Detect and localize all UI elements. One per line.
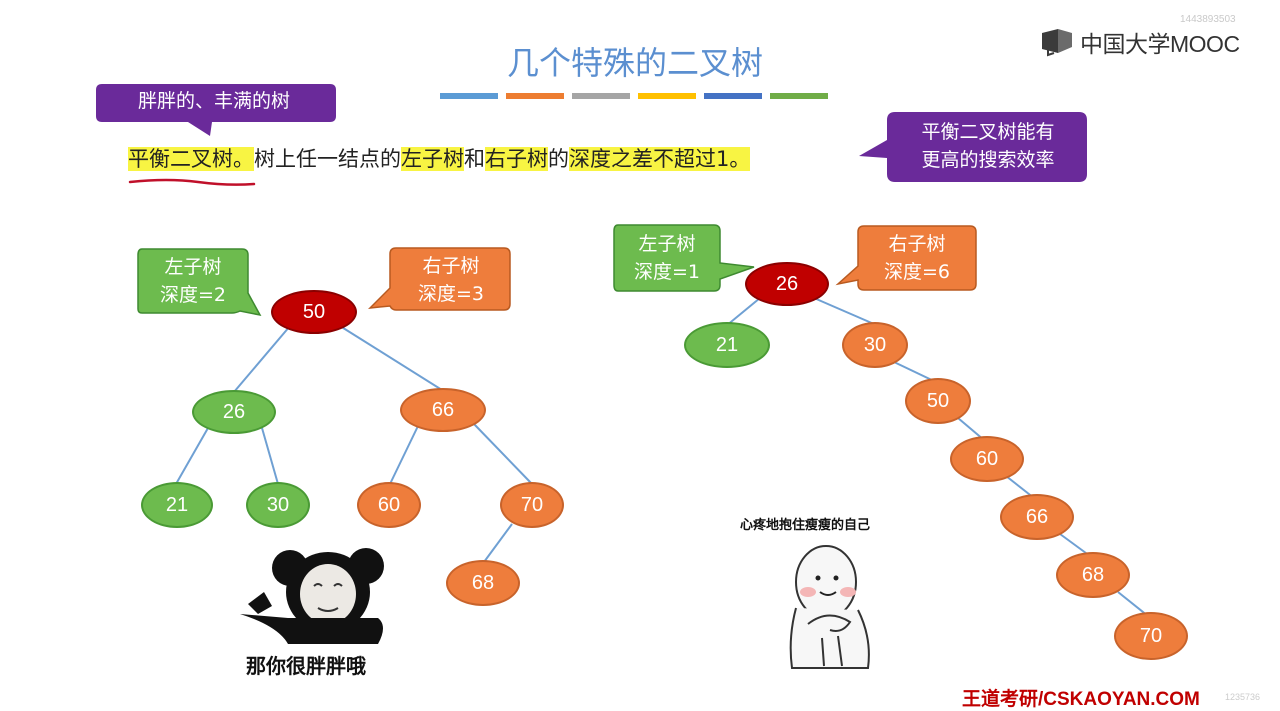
left-tree-node: 60 xyxy=(357,482,421,528)
meme-right-caption: 心疼地抱住瘦瘦的自己 xyxy=(740,518,871,533)
left-tree-node-root: 50 xyxy=(271,290,357,334)
meme-panda: 那你很胖胖哦 xyxy=(228,534,404,682)
left-tree-right-label-line2: 深度=3 xyxy=(417,283,484,305)
def-term: 平衡二叉树。 xyxy=(128,147,254,171)
left-tree-right-label-shape xyxy=(368,247,511,311)
left-tree-node: 66 xyxy=(400,388,486,432)
left-tree-node: 30 xyxy=(246,482,310,528)
title-color-bars xyxy=(440,93,828,99)
def-depth-rule: 深度之差不超过1。 xyxy=(569,147,751,171)
panda-face-icon xyxy=(240,548,384,644)
left-tree-right-label-line1: 右子树 xyxy=(422,255,480,277)
right-tree-node: 50 xyxy=(905,378,971,424)
right-tree-left-label-line2: 深度=1 xyxy=(633,261,700,283)
hug-self-icon xyxy=(789,545,870,669)
handwritten-underline xyxy=(128,178,256,186)
right-tree-left-label-line1: 左子树 xyxy=(638,233,696,255)
right-tree-node: 30 xyxy=(842,322,908,368)
right-tree-right-label: 右子树 深度=6 xyxy=(858,230,976,286)
title-color-bar xyxy=(638,93,696,99)
footer-brand: 王道考研/CSKAOYAN.COM xyxy=(962,689,1200,710)
right-tree-right-label-line2: 深度=6 xyxy=(883,261,950,283)
def-text-1: 树上任一结点的 xyxy=(254,147,401,171)
mooc-logo: 中国大学MOOC xyxy=(1040,26,1240,58)
callout-right-text: 平衡二叉树能有 更高的搜索效率 xyxy=(893,118,1083,174)
callout-top-text: 胖胖的、丰满的树 xyxy=(137,90,290,112)
right-tree-right-label-line1: 右子树 xyxy=(888,233,946,255)
watermark-id: 1443893503 xyxy=(1180,14,1236,25)
right-tree-node: 68 xyxy=(1056,552,1130,598)
def-right-subtree: 右子树 xyxy=(485,147,548,171)
left-tree-left-label-shape xyxy=(137,248,262,317)
left-tree-node: 70 xyxy=(500,482,564,528)
title-color-bar xyxy=(506,93,564,99)
left-tree-node: 68 xyxy=(446,560,520,606)
footer-id: 1235736 xyxy=(1225,692,1261,702)
title-color-bar xyxy=(440,93,498,99)
right-tree-node: 60 xyxy=(950,436,1024,482)
right-tree-left-label-shape xyxy=(613,224,755,292)
right-tree-node: 66 xyxy=(1000,494,1074,540)
definition-line: 平衡二叉树。树上任一结点的左子树和右子树的深度之差不超过1。 xyxy=(128,143,751,173)
meme-left-caption: 那你很胖胖哦 xyxy=(246,654,366,678)
left-tree-node: 21 xyxy=(141,482,213,528)
right-tree-right-label-shape xyxy=(835,225,977,291)
left-tree-node: 26 xyxy=(192,390,276,434)
def-left-subtree: 左子树 xyxy=(401,147,464,171)
mooc-logo-text: 中国大学MOOC xyxy=(1080,31,1240,57)
callout-right-shape xyxy=(859,112,1087,182)
mooc-logo-icon xyxy=(1042,29,1072,57)
left-tree-left-label-line1: 左子树 xyxy=(164,256,222,278)
left-tree-left-label-line2: 深度=2 xyxy=(159,284,226,306)
slide-title: 几个特殊的二叉树 xyxy=(506,44,763,82)
right-tree-node: 70 xyxy=(1114,612,1188,660)
right-tree-node: 21 xyxy=(684,322,770,368)
left-tree-right-label: 右子树 深度=3 xyxy=(392,252,510,308)
title-color-bar xyxy=(704,93,762,99)
left-tree-left-label: 左子树 深度=2 xyxy=(138,253,248,309)
right-tree-left-label: 左子树 深度=1 xyxy=(614,230,720,286)
meme-hug-self xyxy=(738,538,888,674)
def-text-2: 和 xyxy=(464,147,485,171)
title-color-bar xyxy=(770,93,828,99)
callout-top-shape xyxy=(96,84,336,136)
def-text-3: 的 xyxy=(548,147,569,171)
callout-right-line1: 平衡二叉树能有 xyxy=(921,121,1055,143)
right-tree-node-root: 26 xyxy=(745,262,829,306)
callout-right-line2: 更高的搜索效率 xyxy=(921,149,1055,171)
title-color-bar xyxy=(572,93,630,99)
